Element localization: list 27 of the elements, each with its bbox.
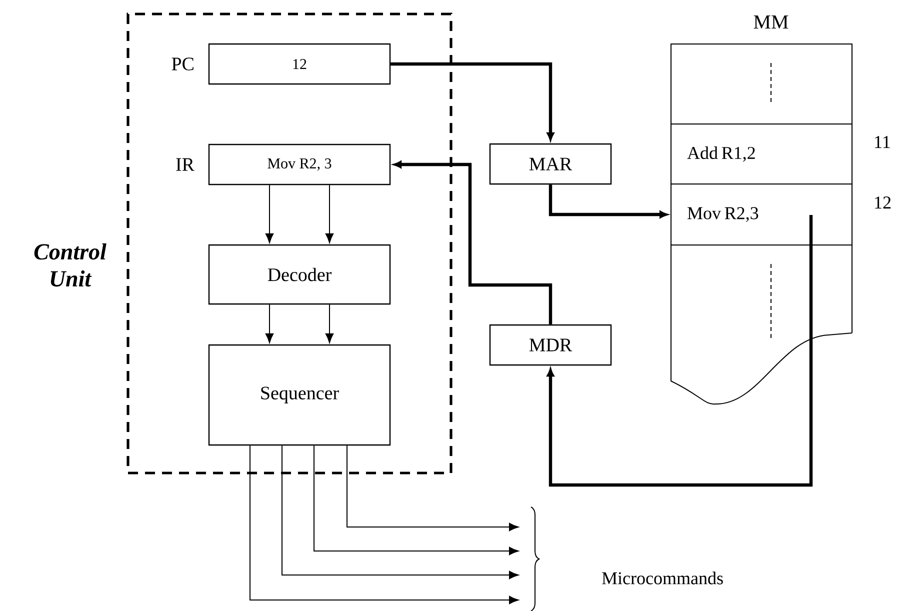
register-box: MAR [489, 143, 612, 185]
arrow [250, 445, 519, 604]
node-label: Control Unit [34, 243, 106, 287]
arrow [546, 215, 813, 487]
register-box: MDR [489, 324, 612, 366]
arrow [265, 184, 274, 243]
address-label: 11 [875, 136, 890, 148]
address-label: 12 [875, 196, 891, 208]
arrow [390, 62, 554, 140]
arrow [325, 304, 334, 343]
arrow [265, 304, 274, 343]
arrow [282, 445, 519, 580]
arrow [346, 445, 519, 532]
arrow [314, 445, 519, 556]
register-label: PC [172, 58, 194, 70]
decoder-box: Decoder [208, 244, 391, 305]
label: Microcommands [602, 572, 723, 584]
register-label: IR [176, 158, 194, 171]
register-box: IR Mov R2, 3 [176, 144, 391, 186]
memory-cell: Add R1,2 11 [670, 124, 890, 184]
arrow [548, 184, 668, 218]
memory-cell: Mov R2,3 12 [670, 184, 891, 246]
sequencer-box: Sequencer [208, 344, 391, 446]
node-label: MM [754, 15, 788, 29]
arrow [325, 184, 334, 243]
register-box: PC 12 [172, 43, 391, 85]
arrow [394, 160, 552, 324]
